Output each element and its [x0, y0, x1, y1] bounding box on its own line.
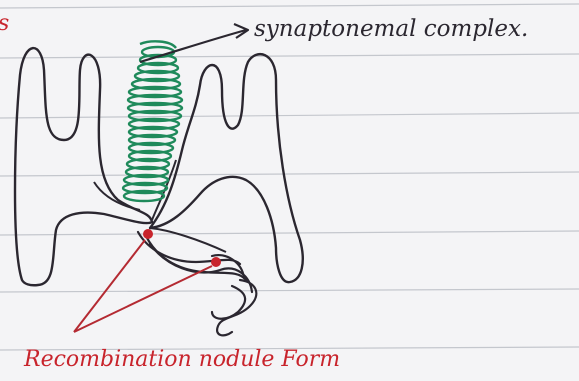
corner-mark: s	[0, 11, 9, 36]
recombination-nodule-label: Recombination nodule Form	[23, 347, 340, 372]
recombination-nodule	[143, 229, 153, 239]
recombination-nodule	[211, 257, 221, 267]
synaptonemal-complex-label: synaptonemal complex.	[254, 16, 528, 42]
